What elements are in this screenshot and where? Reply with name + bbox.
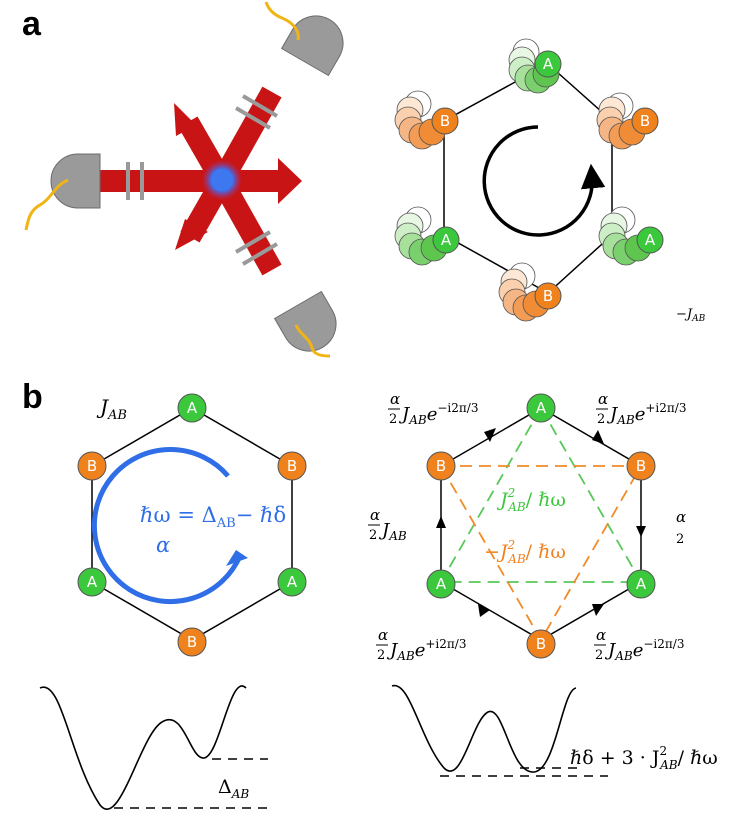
svg-text:2: 2 — [377, 648, 385, 663]
node-label: A — [645, 231, 656, 249]
hop-top-left: α 2 JABe−i2π/3 — [388, 390, 478, 427]
neg-jab-label: −JAB — [676, 307, 706, 324]
panel-label-b: b — [22, 378, 43, 416]
next-neighbor-couplings — [439, 406, 643, 642]
potential-left — [39, 685, 247, 810]
node-label: A — [436, 575, 447, 593]
hop-right: α 2 — [676, 508, 686, 547]
alpha-label: α — [156, 533, 170, 557]
hop-top-right: α 2 JABe+i2π/3 — [596, 390, 686, 427]
svg-text:α: α — [370, 506, 380, 524]
site-nodes-a: A B B A A B — [431, 50, 664, 310]
node-label: A — [536, 399, 547, 417]
svg-text:JABe+i2π/3: JABe+i2π/3 — [386, 637, 466, 663]
node-label: B — [87, 457, 97, 475]
svg-text:2: 2 — [595, 648, 603, 663]
svg-text:2: 2 — [369, 528, 377, 543]
hop-bottom-right: α 2 JABe−i2π/3 — [594, 626, 684, 663]
hexagon-a — [443, 63, 613, 294]
panel-label-a: a — [22, 5, 42, 43]
node-label: B — [636, 457, 646, 475]
svg-text:2: 2 — [676, 532, 684, 547]
node-label: A — [187, 399, 198, 417]
svg-text:α: α — [390, 390, 400, 408]
blue-arrowhead — [226, 550, 248, 566]
node-label: A — [287, 573, 298, 591]
svg-text:JABe−i2π/3: JABe−i2π/3 — [604, 637, 684, 663]
site-nodes-b-left: A B B A A B — [77, 393, 307, 657]
resonance-label: ℏω = ΔAB− ℏδ — [140, 503, 286, 531]
node-label: B — [287, 457, 297, 475]
node-label: B — [440, 112, 450, 130]
delta-ab-label: ΔAB — [218, 776, 249, 801]
atom-icon — [211, 169, 233, 191]
svg-text:α: α — [378, 626, 388, 644]
svg-text:α: α — [598, 390, 608, 408]
edge-arrows — [436, 428, 646, 617]
svg-text:2: 2 — [597, 412, 605, 427]
node-label: A — [441, 231, 452, 249]
hop-left: α 2 JAB — [368, 506, 407, 543]
blue-rotation-arrow — [91, 447, 243, 605]
node-label: B — [436, 457, 446, 475]
node-label: B — [187, 633, 197, 651]
node-label: B — [543, 287, 553, 305]
hop-bottom-left: α 2 JABe+i2π/3 — [376, 626, 466, 663]
svg-text:JAB: JAB — [378, 520, 407, 543]
node-label: B — [536, 635, 546, 653]
node-label: A — [543, 55, 554, 73]
hexagon-b-right — [440, 407, 642, 641]
svg-text:α: α — [596, 626, 606, 644]
jab-label: JAB — [96, 395, 127, 423]
node-label: A — [87, 573, 98, 591]
site-clusters — [394, 38, 652, 322]
svg-text:JABe−i2π/3: JABe−i2π/3 — [398, 401, 478, 427]
svg-text:JABe+i2π/3: JABe+i2π/3 — [606, 401, 686, 427]
potential-right — [391, 685, 577, 773]
rotation-arrow — [482, 125, 606, 237]
svg-text:2: 2 — [389, 412, 397, 427]
node-label: B — [640, 112, 650, 130]
laser-beams — [80, 86, 302, 276]
hopping-labels: α 2 JABe−i2π/3 α 2 JABe+i2π/3 α 2 JAB α … — [368, 390, 686, 663]
svg-text:α: α — [676, 508, 686, 526]
waveplates — [126, 94, 279, 266]
fibers — [24, 1, 331, 358]
site-nodes-b-right: A B B A A B — [426, 393, 656, 659]
node-label: A — [636, 575, 647, 593]
